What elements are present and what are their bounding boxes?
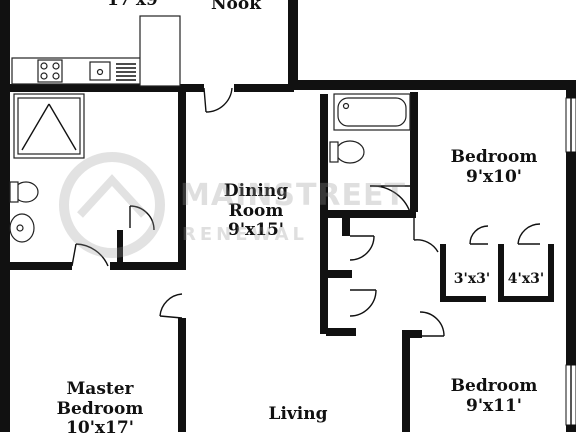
dining-name: Dining Room <box>223 181 289 221</box>
master-size: 10'x17' <box>66 418 134 439</box>
watermark-line2: RENEWAL <box>182 224 308 245</box>
bedroom-upper-size: 9'x10' <box>465 166 523 187</box>
doors <box>71 87 541 337</box>
nook-label: Nook <box>196 0 276 15</box>
bedroom-lower-label: Bedroom 9'x11' <box>426 376 562 416</box>
closet-a-label: 3'x3' <box>446 271 498 287</box>
bedroom-upper-name: Bedroom <box>450 147 538 167</box>
living-label: Living <box>240 404 356 425</box>
bedroom-upper-label: Bedroom 9'x10' <box>430 147 558 187</box>
dining-size: 9'x15' <box>227 220 285 241</box>
bedroom-lower-name: Bedroom <box>450 376 538 396</box>
closet-b-size: 4'x3' <box>507 271 545 287</box>
windows <box>565 97 576 426</box>
bath-fixtures <box>9 93 85 243</box>
master-name: Master Bedroom <box>56 379 144 419</box>
nook-name: Nook <box>211 0 261 14</box>
kitchen-label: 17'x9' <box>96 0 174 11</box>
dining-label: Dining Room 9'x15' <box>200 181 312 241</box>
watermark-logo <box>59 152 165 258</box>
master-label: Master Bedroom 10'x17' <box>30 379 170 439</box>
bedroom-lower-size: 9'x11' <box>465 395 523 416</box>
watermark-line1: MAINSTREET <box>180 178 406 213</box>
kitchen-size: 17'x9' <box>106 0 164 10</box>
living-name: Living <box>268 404 328 424</box>
kitchen-fixtures <box>11 15 181 87</box>
closet-a-size: 3'x3' <box>453 271 491 287</box>
closet-b-label: 4'x3' <box>504 271 548 287</box>
second-bath-fixtures <box>329 93 411 164</box>
